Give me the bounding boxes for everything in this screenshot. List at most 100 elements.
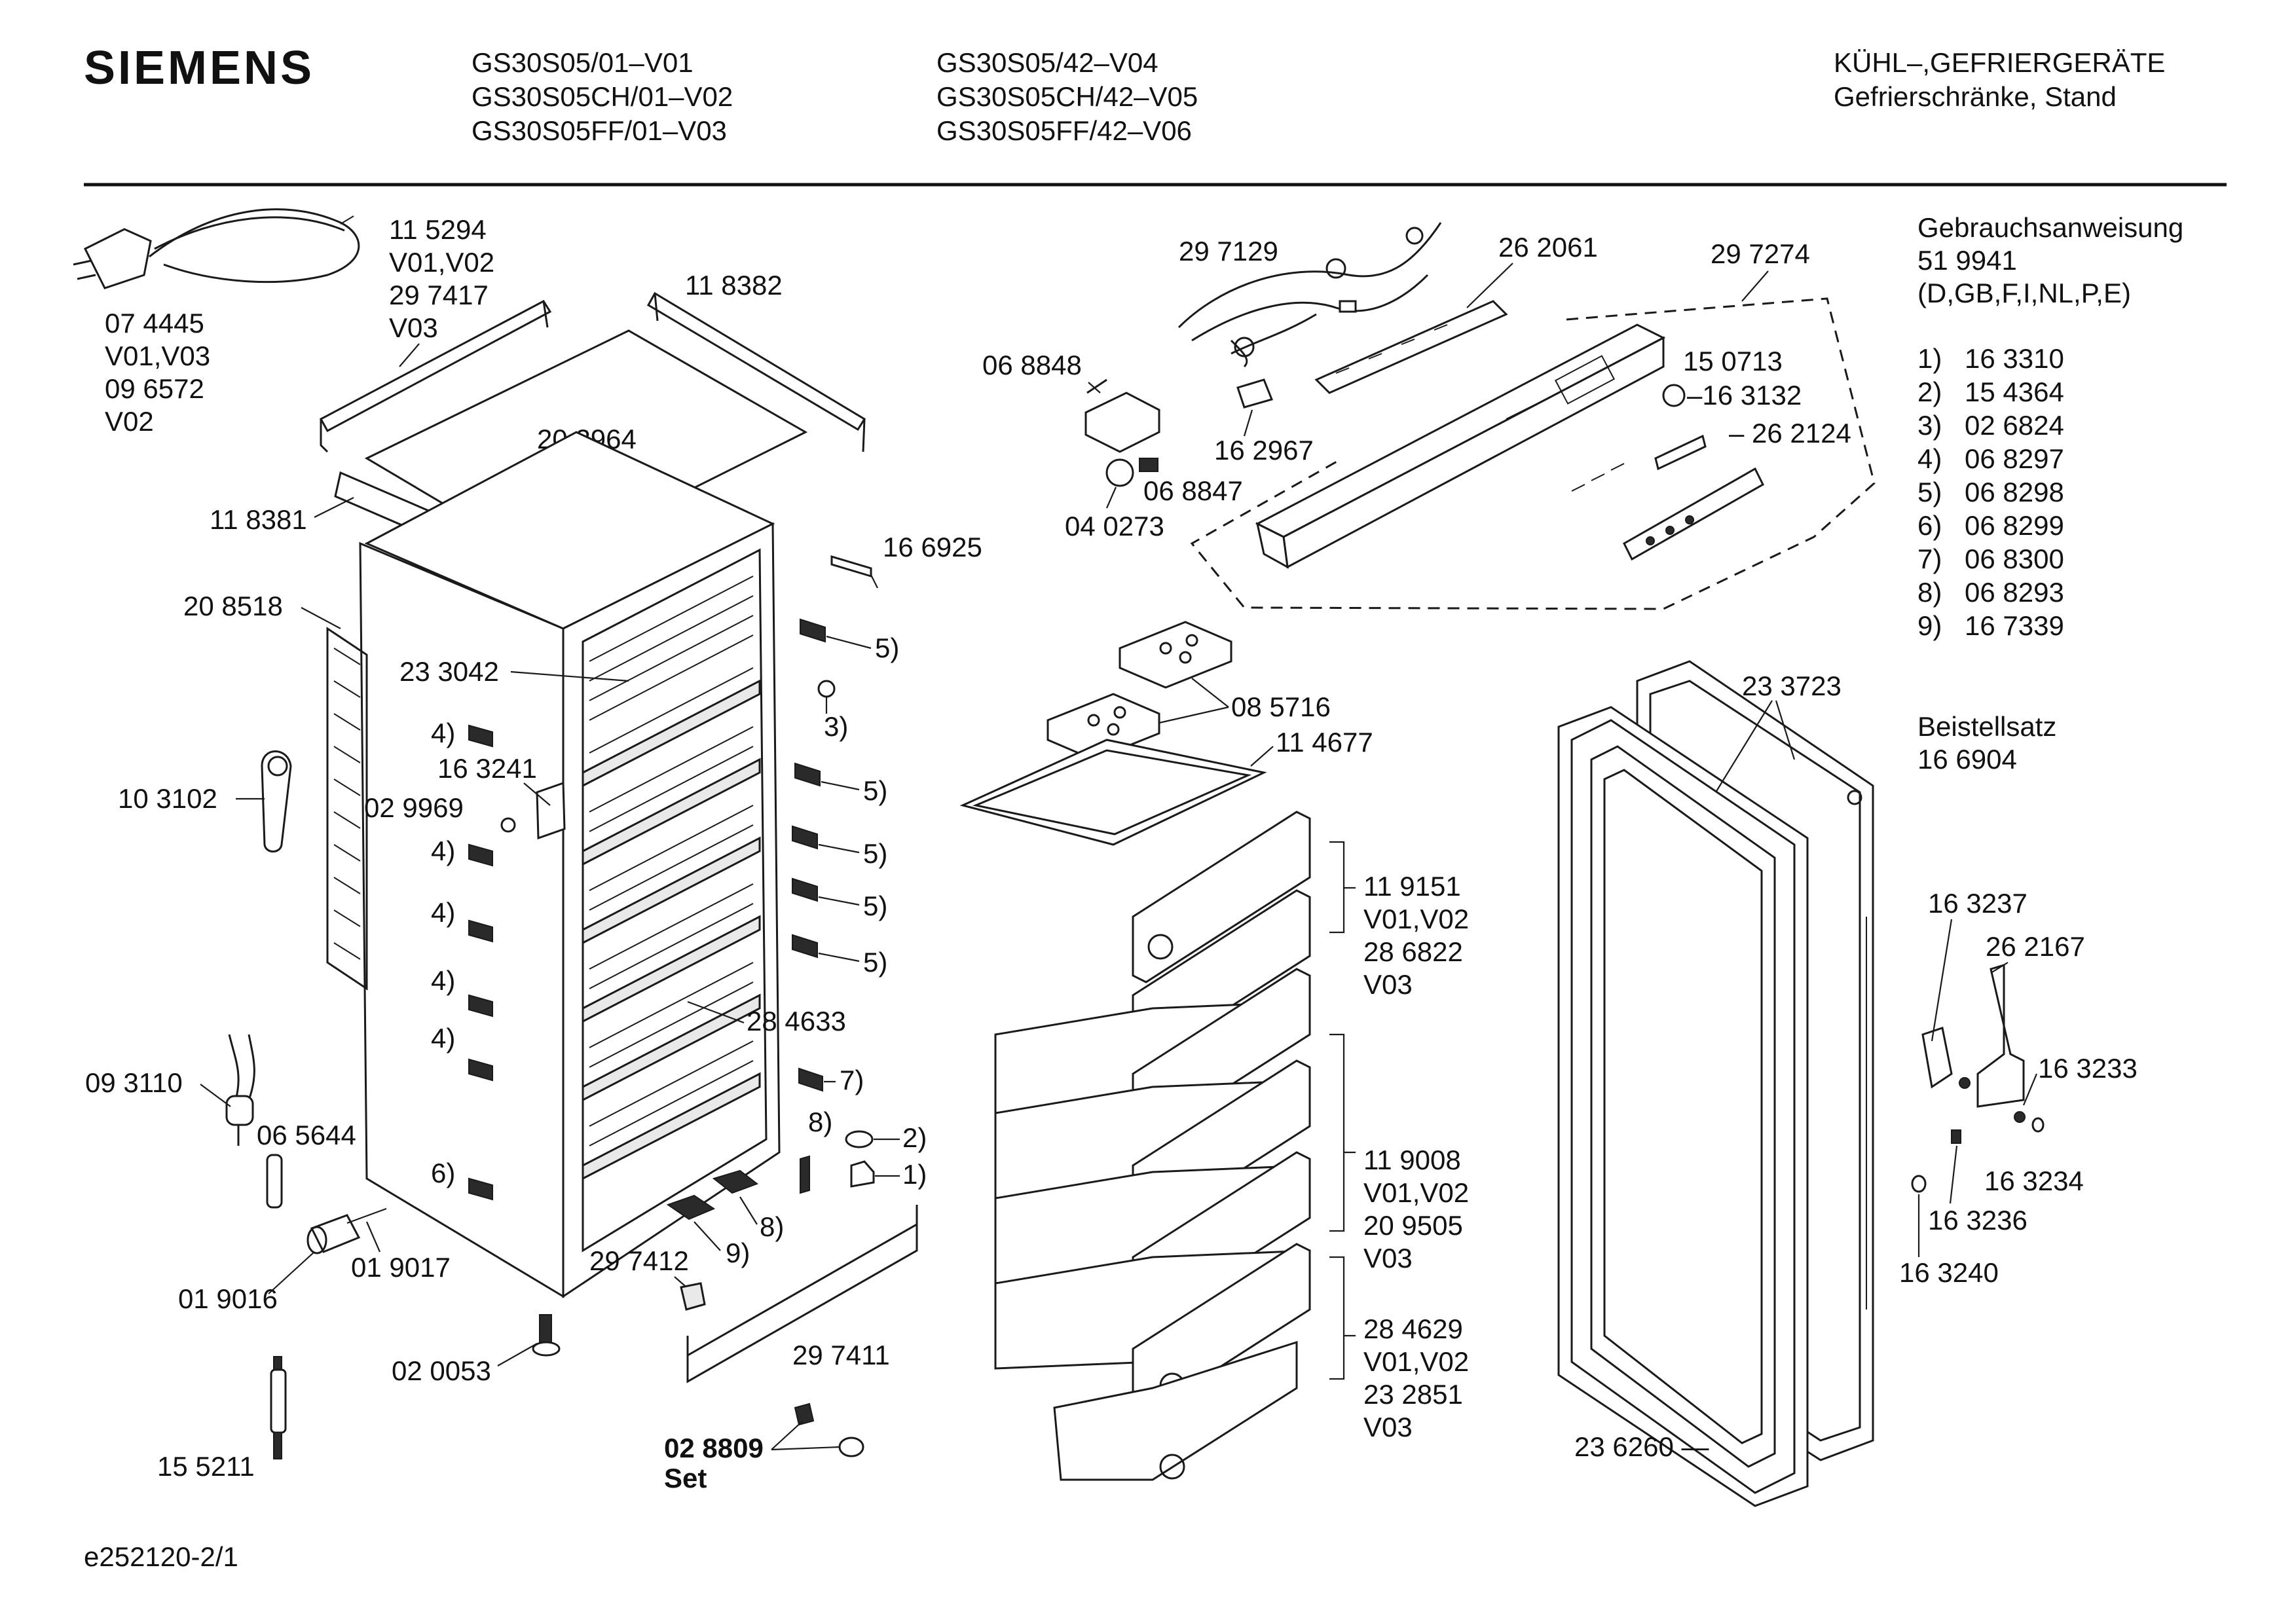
callout-label: 02 9969 xyxy=(364,792,464,823)
brand-logo: SIEMENS xyxy=(84,42,314,94)
position-marker: 5) xyxy=(863,947,887,978)
callout-label: 02 8809 xyxy=(664,1433,764,1463)
block-8 xyxy=(712,1169,759,1194)
callout-label: 16 3241 xyxy=(437,753,537,784)
legend-num: 7) xyxy=(1917,543,1942,574)
position-marker: 4) xyxy=(431,1023,455,1053)
callout-label: V01,V02 xyxy=(389,247,494,278)
callout-label: 06 8847 xyxy=(1143,475,1243,506)
spring-clip-8 xyxy=(800,1155,810,1194)
callout-label: Set xyxy=(664,1463,707,1493)
callout-label: – 26 2124 xyxy=(1729,418,1851,449)
callout-label: 11 5294 xyxy=(389,214,487,245)
foot xyxy=(680,1282,706,1311)
category-subtitle: Gefrierschränke, Stand xyxy=(1834,81,2117,112)
callout-label: 11 8382 xyxy=(685,270,783,301)
callout-label: –16 3132 xyxy=(1687,380,1802,411)
position-marker: 4) xyxy=(431,897,455,928)
position-marker: 8) xyxy=(808,1107,832,1137)
callout-label: 28 4629 xyxy=(1363,1313,1463,1344)
manual-languages: (D,GB,F,I,NL,P,E) xyxy=(1917,278,2131,308)
callout-label: 11 9008 xyxy=(1363,1145,1461,1175)
position-marker: 7) xyxy=(840,1065,864,1095)
position-marker: 1) xyxy=(902,1159,927,1190)
legend-num: 5) xyxy=(1917,477,1942,507)
callout-label: 09 6572 xyxy=(105,373,204,404)
callout-label: 26 2061 xyxy=(1498,232,1598,263)
indicator-lamp xyxy=(1662,384,1686,407)
condenser-coil xyxy=(326,627,368,991)
legend-num: 1) xyxy=(1917,343,1942,374)
freezer-drawers xyxy=(994,811,1311,1481)
callout-label: 23 6260 — xyxy=(1574,1431,1709,1462)
legend-part: 06 8298 xyxy=(1965,477,2064,507)
model-1-2: GS30S05CH/01–V02 xyxy=(472,81,733,112)
control-pcb xyxy=(1314,300,1508,394)
header: SIEMENS GS30S05/01–V01 GS30S05CH/01–V02 … xyxy=(84,42,2227,187)
callout-label: 11 4677 xyxy=(1276,727,1373,758)
callout-label: 16 3234 xyxy=(1984,1165,2084,1196)
callout-label: 16 3233 xyxy=(2038,1053,2138,1084)
legend-num: 6) xyxy=(1917,510,1942,541)
position-marker: 3) xyxy=(824,711,848,742)
block-9 xyxy=(666,1194,716,1220)
top-rails xyxy=(319,291,866,453)
lamp-cover xyxy=(1236,378,1274,409)
callout-label: 26 2167 xyxy=(1986,931,2085,962)
legend-part: 06 8293 xyxy=(1965,577,2064,608)
bulb-and-socket xyxy=(1105,458,1158,487)
manual-title: Gebrauchsanweisung xyxy=(1917,212,2183,243)
thermostat-sensor xyxy=(225,1034,255,1146)
legend-num: 9) xyxy=(1917,610,1942,641)
control-housing xyxy=(1255,323,1666,569)
callout-label: 06 8848 xyxy=(982,350,1082,380)
relay-block xyxy=(1084,378,1160,453)
control-buttons xyxy=(1571,434,1764,561)
hinge-bracket xyxy=(536,781,566,840)
accessory-title: Beistellsatz xyxy=(1917,711,2056,742)
power-cord xyxy=(73,208,360,289)
legend-num: 2) xyxy=(1917,376,1942,407)
legend-part: 16 3310 xyxy=(1965,343,2064,374)
callout-label: 29 7417 xyxy=(389,280,489,310)
position-marker: 9) xyxy=(726,1237,750,1268)
callout-label: V03 xyxy=(1363,1412,1413,1442)
door-hinge xyxy=(1911,963,2045,1193)
callout-label: 29 7274 xyxy=(1711,238,1810,269)
callout-label: V03 xyxy=(1363,1243,1413,1273)
callout-label: 08 5716 xyxy=(1231,691,1331,722)
callout-label: 06 5644 xyxy=(257,1120,356,1150)
legend-num: 4) xyxy=(1917,443,1942,474)
legend-part: 06 8299 xyxy=(1965,510,2064,541)
wiring-harness xyxy=(1177,222,1442,368)
callout-label: 23 2851 xyxy=(1363,1379,1463,1410)
callout-label: 20 8518 xyxy=(183,591,283,621)
callout-label: 11 9151 xyxy=(1363,871,1461,902)
position-marker: 8) xyxy=(760,1211,784,1242)
callout-label: V01,V02 xyxy=(1363,904,1469,934)
legend-num: 8) xyxy=(1917,577,1942,608)
manual-number: 51 9941 xyxy=(1917,245,2017,276)
callout-label: 16 3237 xyxy=(1928,888,2028,919)
plug-cap xyxy=(500,817,516,833)
accessory-number: 16 6904 xyxy=(1917,744,2017,775)
callout-label: 23 3042 xyxy=(399,656,499,687)
shelf-clips xyxy=(468,618,826,1201)
plinth-panel xyxy=(686,1205,918,1383)
parts-legend: Gebrauchsanweisung 51 9941 (D,GB,F,I,NL,… xyxy=(1917,212,2183,775)
door-gasket xyxy=(1557,706,1809,1507)
model-2-2: GS30S05CH/42–V05 xyxy=(936,81,1198,112)
heater-cylinder xyxy=(306,1214,361,1255)
callout-label: 07 4445 xyxy=(105,308,204,339)
callout-label: 23 3723 xyxy=(1742,670,1842,701)
callout-label: 10 3102 xyxy=(118,783,217,814)
callout-label: V03 xyxy=(1363,969,1413,1000)
level-screw xyxy=(532,1314,561,1357)
callout-label: 09 3110 xyxy=(85,1067,183,1098)
callout-label: 29 7412 xyxy=(589,1245,689,1276)
legend-num: 3) xyxy=(1917,410,1942,441)
drawing-id: e252120-2/1 xyxy=(84,1541,238,1572)
legend-part: 15 4364 xyxy=(1965,376,2064,407)
category-title: KÜHL–,GEFRIERGERÄTE xyxy=(1834,47,2165,78)
numbered-parts-list: 1) 16 3310 2) 15 4364 3) 02 6824 4) 06 8… xyxy=(1917,343,2064,641)
